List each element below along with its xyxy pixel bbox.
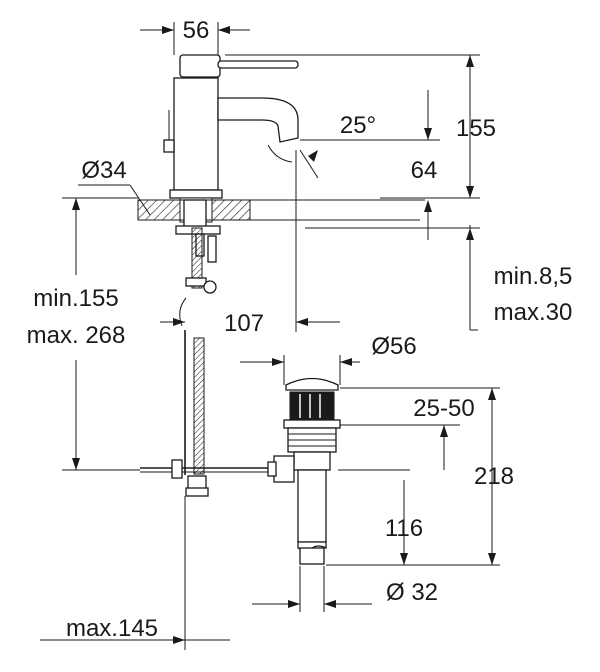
label-tail-diameter: Ø 32 bbox=[386, 579, 438, 606]
arrowheads bbox=[72, 26, 496, 644]
label-spout-width: 56 bbox=[183, 17, 210, 44]
popup-linkage bbox=[140, 330, 268, 479]
label-waste-diameter: Ø56 bbox=[371, 333, 416, 360]
label-reach: 107 bbox=[224, 310, 264, 337]
label-waste-range: 25-50 bbox=[413, 395, 474, 422]
label-deck-min: min.8,5 bbox=[494, 263, 573, 290]
label-tailpiece-height: 116 bbox=[385, 515, 423, 542]
label-hose-min: min.155 bbox=[33, 285, 118, 312]
label-spout-angle: 25° bbox=[340, 112, 376, 139]
label-shank-diameter: Ø34 bbox=[81, 157, 126, 184]
label-hose-max: max. 268 bbox=[27, 322, 126, 349]
label-total-height: 155 bbox=[456, 115, 496, 142]
supply-hose bbox=[179, 227, 217, 497]
waste-assembly bbox=[267, 377, 341, 565]
countertop bbox=[137, 197, 425, 223]
label-spout-height: 64 bbox=[411, 157, 438, 184]
faucet-body bbox=[163, 54, 299, 199]
label-deck-max: max.30 bbox=[494, 299, 573, 326]
label-waste-height: 218 bbox=[474, 463, 514, 490]
label-rod-max: max.145 bbox=[66, 615, 158, 642]
